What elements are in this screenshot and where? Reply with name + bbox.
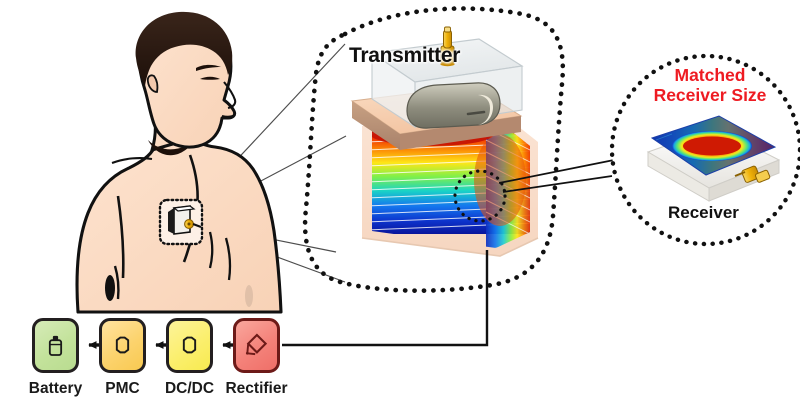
transmitter-label: Transmitter xyxy=(349,44,461,67)
zoom-leader-lines xyxy=(498,159,615,193)
chip-icon xyxy=(115,336,130,354)
block-dcdc[interactable] xyxy=(166,318,213,373)
diode-bridge-icon xyxy=(245,333,268,356)
block-battery[interactable] xyxy=(32,318,79,373)
block-pmc[interactable] xyxy=(99,318,146,373)
block-label-battery: Battery xyxy=(28,380,83,397)
matched-line-2: Receiver Size xyxy=(653,84,767,105)
transmitter-coil xyxy=(406,82,501,129)
matched-receiver-size-label: Matched Receiver Size xyxy=(625,65,795,105)
battery-icon xyxy=(48,335,63,356)
receiver-connector-icon xyxy=(734,165,771,183)
chip-icon xyxy=(182,336,197,354)
patient-illustration xyxy=(75,11,283,314)
block-rectifier[interactable] xyxy=(233,318,280,373)
receiver-label: Receiver xyxy=(668,203,739,222)
zoom-region-marker xyxy=(453,169,507,223)
block-label-rectifier: Rectifier xyxy=(225,380,288,397)
implant-site-marker xyxy=(158,198,204,246)
matched-line-1: Matched xyxy=(674,65,746,85)
block-label-dcdc: DC/DC xyxy=(164,380,215,397)
block-label-pmc: PMC xyxy=(105,380,140,397)
transmitter-connector-icon xyxy=(440,26,455,67)
rectifier-feed-line xyxy=(282,250,489,347)
callout-boundary-dotted xyxy=(302,6,566,293)
